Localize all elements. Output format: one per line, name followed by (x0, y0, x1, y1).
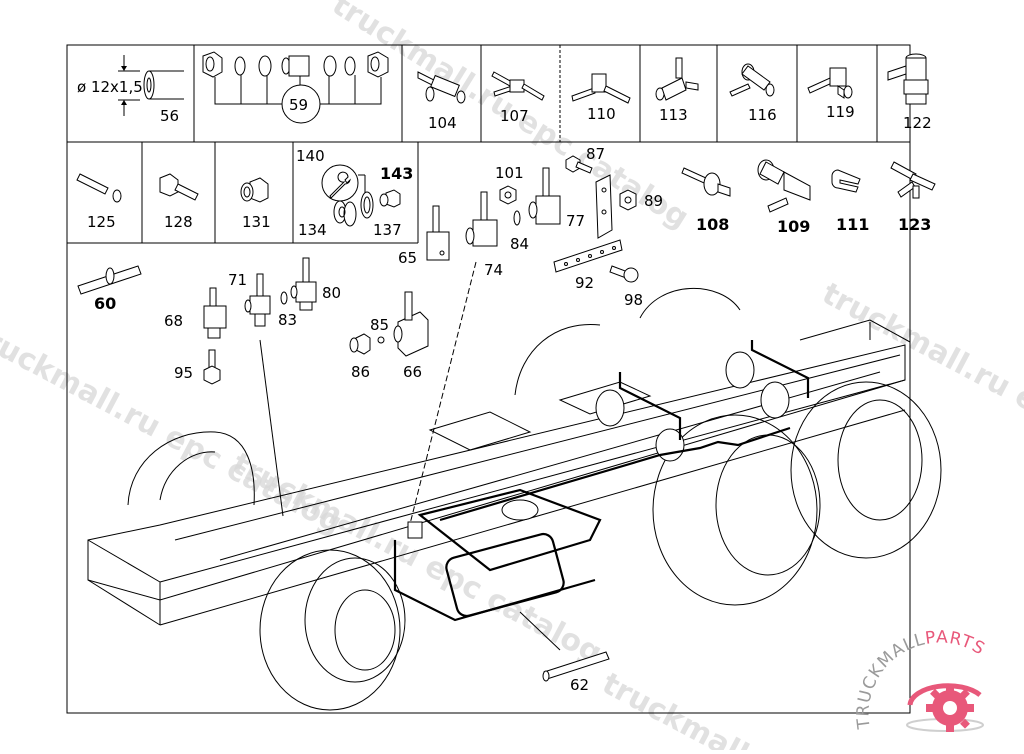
part-104-tee-fitting[interactable]: 104 (417, 71, 466, 132)
part-140-tightening-torque[interactable]: 140 (296, 147, 366, 202)
callout-92: 92 (575, 274, 594, 292)
callout-109: 109 (777, 217, 810, 236)
callout-143: 143 (380, 164, 413, 183)
logo-brand-part1: TRUCKMALL (853, 629, 927, 731)
part-116-elbow-fitting[interactable]: 116 (729, 63, 777, 124)
callout-98: 98 (624, 291, 643, 309)
callout-65: 65 (398, 249, 417, 267)
callout-60: 60 (94, 294, 116, 313)
callout-125: 125 (87, 213, 116, 231)
part-60-hose-connector[interactable]: 60 (77, 265, 142, 313)
part-128-union[interactable]: 128 (159, 173, 199, 231)
part-59-fitting-set[interactable]: 59 (202, 51, 389, 124)
callout-137: 137 (373, 221, 402, 239)
part-107-y-fitting[interactable]: 107 (491, 71, 545, 125)
part-131-plug[interactable]: 131 (240, 177, 271, 231)
dimension-label: ø 12x1,5 (77, 78, 143, 96)
logo-brand-part2: PARTS (924, 627, 989, 659)
part-77-block-fitting[interactable]: 77 (528, 167, 585, 230)
callout-74: 74 (484, 261, 503, 279)
part-56-pipe[interactable]: ø 12x1,5 56 (77, 55, 184, 125)
callout-111: 111 (836, 215, 869, 234)
callout-85: 85 (370, 316, 389, 334)
callout-128: 128 (164, 213, 193, 231)
callout-131: 131 (242, 213, 271, 231)
part-71-block-fitting[interactable]: 71 (228, 271, 271, 327)
parts-grid (67, 45, 910, 244)
part-123-tee-connector[interactable]: 123 (890, 161, 936, 234)
callout-62: 62 (570, 676, 589, 694)
watermark: truckmall.ru epc catalog (816, 276, 1024, 501)
callout-140: 140 (296, 147, 325, 165)
callout-134: 134 (298, 221, 327, 239)
callout-80: 80 (322, 284, 341, 302)
part-89-nut[interactable]: 89 (619, 189, 663, 211)
part-92-bracket[interactable]: 92 (553, 174, 623, 292)
callout-108: 108 (696, 215, 729, 234)
callout-86: 86 (351, 363, 370, 381)
leader-lines (259, 261, 561, 651)
callout-122: 122 (903, 114, 932, 132)
callout-110: 110 (587, 105, 616, 123)
truckmall-parts-logo: TRUCKMALLPARTS (853, 627, 988, 732)
callout-89: 89 (644, 192, 663, 210)
part-98-bolt[interactable]: 98 (609, 265, 643, 309)
callout-107: 107 (500, 107, 529, 125)
part-125-hose-connector[interactable]: 125 (76, 173, 122, 231)
part-62-pipe[interactable]: 62 (542, 651, 610, 694)
part-74-block-fitting[interactable]: 74 (465, 191, 503, 279)
part-85-seal-ring[interactable]: 85 (370, 316, 389, 344)
callout-71: 71 (228, 271, 247, 289)
part-68-block-fitting[interactable]: 68 (164, 287, 227, 339)
part-84-seal-ring[interactable]: 84 (510, 210, 529, 253)
part-111-u-connector[interactable]: 111 (831, 169, 869, 234)
part-137-seal-ring[interactable]: 137 (360, 191, 402, 239)
part-65-block-fitting[interactable]: 65 (398, 205, 450, 267)
watermark: truckmall.ru epc catalog (226, 446, 607, 671)
callout-56: 56 (160, 107, 179, 125)
callout-68: 68 (164, 312, 183, 330)
logo-text-arc: TRUCKMALLPARTS (853, 627, 988, 730)
part-119-elbow-fitting[interactable]: 119 (807, 67, 855, 121)
callout-66: 66 (403, 363, 422, 381)
part-113-tee-fitting[interactable]: 113 (655, 57, 699, 124)
truck-chassis (87, 288, 942, 711)
callout-59: 59 (289, 96, 308, 114)
part-143-plug[interactable]: 143 (379, 164, 413, 208)
callout-116: 116 (748, 106, 777, 124)
callout-84: 84 (510, 235, 529, 253)
part-122-connector[interactable]: 122 (887, 53, 932, 132)
callout-77: 77 (566, 212, 585, 230)
part-109-elbow-connector[interactable]: 109 (757, 159, 811, 236)
callout-113: 113 (659, 106, 688, 124)
part-80-block-fitting[interactable]: 80 (290, 257, 341, 311)
part-86-plug[interactable]: 86 (349, 333, 371, 381)
part-95-bolt[interactable]: 95 (174, 349, 221, 385)
part-110-elbow-fitting[interactable]: 110 (571, 73, 631, 123)
callout-119: 119 (826, 103, 855, 121)
callout-123: 123 (898, 215, 931, 234)
part-87-bolt[interactable]: 87 (565, 145, 605, 174)
part-108-connector[interactable]: 108 (681, 167, 731, 234)
part-134-plug[interactable]: 134 (298, 200, 357, 239)
part-83-seal-ring[interactable]: 83 (278, 291, 297, 329)
part-66-block-fitting[interactable]: 66 (393, 291, 429, 381)
callout-104: 104 (428, 114, 457, 132)
callout-87: 87 (586, 145, 605, 163)
part-101-nut[interactable]: 101 (495, 164, 524, 205)
watermark: truckmall.ru epc catalog (596, 666, 977, 750)
callout-83: 83 (278, 311, 297, 329)
callout-95: 95 (174, 364, 193, 382)
callout-101: 101 (495, 164, 524, 182)
